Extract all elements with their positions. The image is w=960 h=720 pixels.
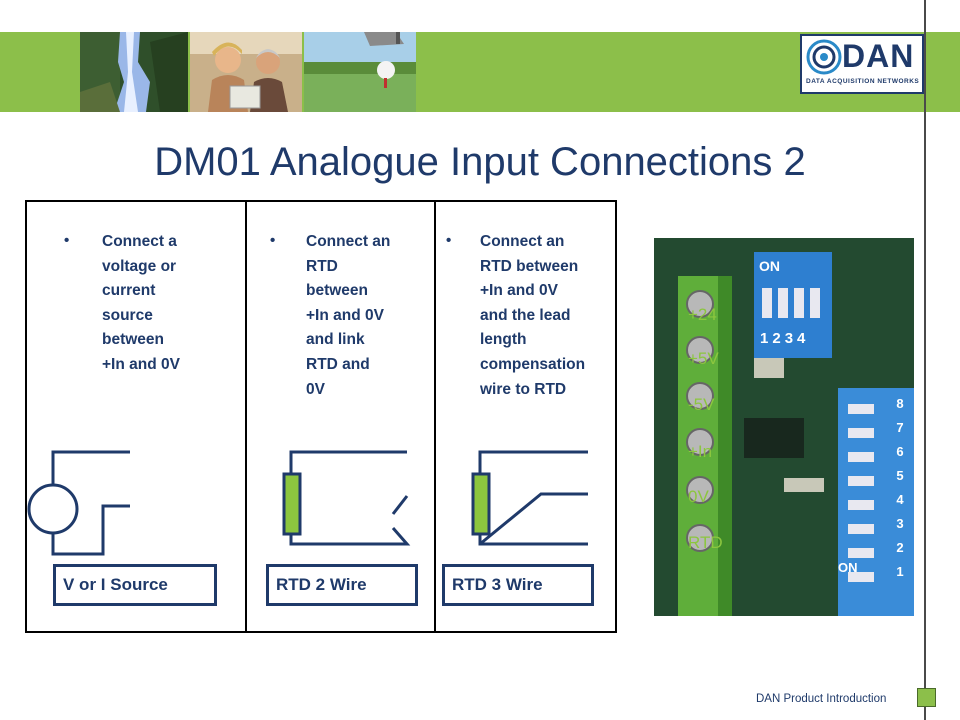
text-line: compensation bbox=[480, 355, 586, 373]
switch-number: 8 bbox=[896, 396, 904, 411]
text-line: and link bbox=[306, 331, 365, 349]
wiring-diagrams bbox=[27, 450, 588, 556]
switch-number: 5 bbox=[896, 468, 904, 483]
footer-square bbox=[917, 688, 936, 707]
switch-number: 4 bbox=[896, 492, 904, 507]
column-divider-2 bbox=[434, 200, 436, 633]
text-line: length bbox=[480, 331, 527, 349]
dm01-board-photo bbox=[654, 238, 914, 616]
golf-ball-photo bbox=[304, 32, 416, 112]
dan-logo-swirl-icon bbox=[806, 39, 842, 75]
switch-number: 2 bbox=[772, 330, 785, 347]
label-v-or-i-source: V or I Source bbox=[53, 564, 217, 606]
text-line: RTD between bbox=[480, 257, 579, 275]
label-rtd-3-wire: RTD 3 Wire bbox=[442, 564, 594, 606]
column-1-text: Connect a voltage or current source betw… bbox=[102, 230, 242, 378]
column-divider-1 bbox=[245, 200, 247, 633]
terminal-label: RTD bbox=[688, 533, 723, 552]
people-at-computer-photo bbox=[190, 32, 302, 112]
rtd-3-wire-diagram bbox=[471, 450, 588, 546]
switch-number: 1 bbox=[896, 564, 904, 579]
rtd-resistor-icon bbox=[282, 472, 302, 536]
terminal-label: +In bbox=[688, 442, 713, 461]
label-rtd-2-wire: RTD 2 Wire bbox=[266, 564, 418, 606]
page-title: DM01 Analogue Input Connections 2 bbox=[154, 140, 806, 184]
switch-number: 7 bbox=[896, 420, 904, 435]
text-line: RTD and bbox=[306, 355, 370, 373]
switch1-numbers: 1234 bbox=[760, 330, 809, 347]
connections-panel bbox=[25, 200, 617, 633]
text-line: 0V bbox=[306, 380, 325, 398]
bullet-marker: • bbox=[270, 232, 276, 249]
terminal-label: 0V bbox=[688, 487, 709, 506]
text-line: between bbox=[306, 282, 369, 300]
text-line: voltage or bbox=[102, 257, 177, 275]
switch-number: 3 bbox=[896, 516, 904, 531]
column-2-text: Connect an RTD between +In and 0V and li… bbox=[306, 230, 431, 402]
text-line: between bbox=[102, 331, 165, 349]
text-line: current bbox=[102, 282, 156, 300]
logo-name: DAN bbox=[842, 38, 915, 74]
switch-number: 6 bbox=[896, 444, 904, 459]
switch1-on-label: ON bbox=[759, 258, 780, 274]
waterfall-photo bbox=[80, 32, 188, 112]
text-line: RTD bbox=[306, 257, 338, 275]
terminal-label: +24 bbox=[688, 305, 717, 324]
dan-logo: DAN DATA ACQUISITION NETWORKS bbox=[800, 34, 924, 94]
text-line: source bbox=[102, 306, 153, 324]
text-line: +In and 0V bbox=[306, 306, 384, 324]
bullet-marker: • bbox=[446, 232, 452, 249]
terminal-label: -5V bbox=[688, 395, 715, 414]
terminal-label: +5V bbox=[688, 349, 719, 368]
rtd-2-wire-diagram bbox=[282, 450, 411, 546]
column-3-text: Connect an RTD between +In and 0V and th… bbox=[480, 230, 614, 402]
footer-text: DAN Product Introduction bbox=[756, 693, 887, 705]
rtd-resistor-icon bbox=[471, 472, 491, 536]
text-line: wire to RTD bbox=[480, 380, 567, 398]
right-rule bbox=[924, 0, 926, 720]
switch2-on-label: ON bbox=[838, 560, 858, 575]
voltage-source-diagram bbox=[27, 450, 130, 556]
text-line: +In and 0V bbox=[480, 282, 558, 300]
switch-number: 2 bbox=[896, 540, 904, 555]
bullet-marker: • bbox=[64, 232, 70, 249]
text-line: Connect an bbox=[480, 233, 565, 250]
text-line: Connect an bbox=[306, 233, 391, 250]
text-line: Connect a bbox=[102, 233, 177, 250]
text-line: +In and 0V bbox=[102, 355, 180, 373]
switch2-numbers: 8 7 6 5 4 3 2 1 bbox=[890, 392, 910, 584]
switch-number: 3 bbox=[784, 330, 798, 347]
switch-number: 1 bbox=[760, 330, 773, 347]
logo-tagline: DATA ACQUISITION NETWORKS bbox=[806, 78, 920, 85]
switch-number: 4 bbox=[797, 330, 810, 347]
text-line: and the lead bbox=[480, 306, 571, 324]
